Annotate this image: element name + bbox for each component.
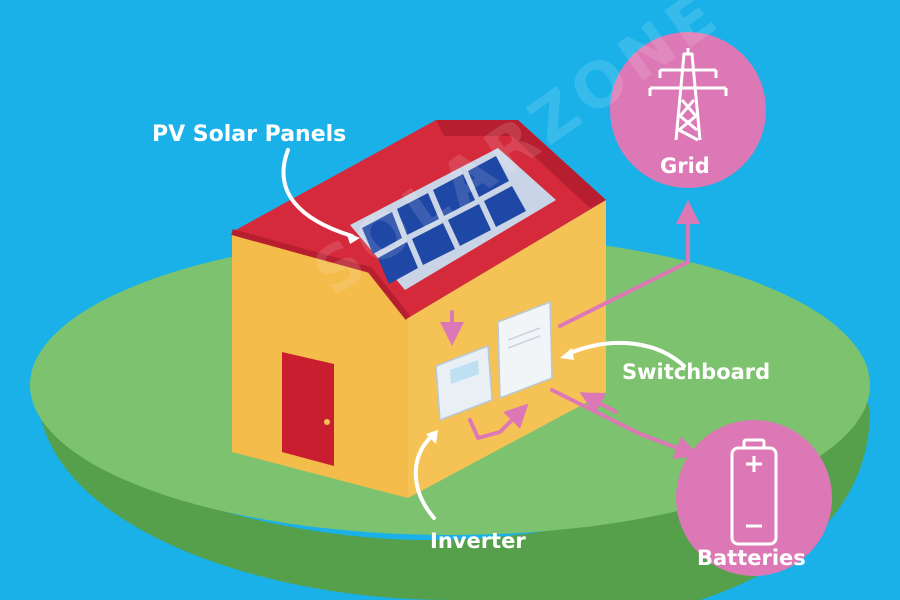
pointer-pv-panels xyxy=(281,148,354,238)
solar-cell xyxy=(433,174,475,216)
label-batteries: Batteries xyxy=(697,546,806,570)
batteries-node xyxy=(676,420,832,576)
flow-batteries-to-switchboard xyxy=(579,392,618,415)
battery-icon xyxy=(730,438,778,546)
transmission-tower-icon xyxy=(648,48,728,142)
house-roof-ridge xyxy=(436,120,606,208)
solar-panel-cells xyxy=(362,156,526,284)
switchboard-line xyxy=(507,335,541,349)
ground-edge xyxy=(38,380,870,600)
switchboard-line xyxy=(507,327,541,341)
house-eave xyxy=(231,229,411,320)
flow-switchboard-to-grid xyxy=(558,200,700,328)
inverter-unit xyxy=(435,344,493,422)
door-knob xyxy=(324,419,330,425)
solar-cell xyxy=(397,193,439,235)
label-pv-solar-panels: PV Solar Panels xyxy=(152,122,347,147)
switchboard-unit xyxy=(497,300,553,400)
callout-pointers xyxy=(281,148,686,520)
grid-node xyxy=(610,32,766,188)
flow-inverter-to-switchboard xyxy=(468,403,529,440)
house-door xyxy=(282,352,334,466)
solar-cell xyxy=(412,223,455,265)
pointer-inverter xyxy=(413,434,436,520)
solar-cell xyxy=(468,156,509,197)
grid-circle xyxy=(610,32,766,188)
pointer-switchboard xyxy=(566,340,686,368)
inverter-screen xyxy=(450,360,479,384)
label-inverter: Inverter xyxy=(430,529,526,553)
energy-flows xyxy=(440,200,700,460)
label-grid: Grid xyxy=(660,154,710,178)
pointer-inverter-head xyxy=(426,430,438,444)
solar-cell xyxy=(378,242,418,284)
house-left-wall xyxy=(232,210,408,498)
solar-cell xyxy=(448,204,491,246)
batteries-circle xyxy=(676,420,832,576)
label-switchboard: Switchboard xyxy=(622,360,771,384)
solar-panel-array xyxy=(350,148,556,290)
switchboard-body xyxy=(497,300,553,400)
solar-cell xyxy=(484,186,526,227)
solar-cell xyxy=(362,212,402,254)
pointer-pv-panels-head xyxy=(346,232,360,244)
pointer-switchboard-head xyxy=(560,348,574,360)
